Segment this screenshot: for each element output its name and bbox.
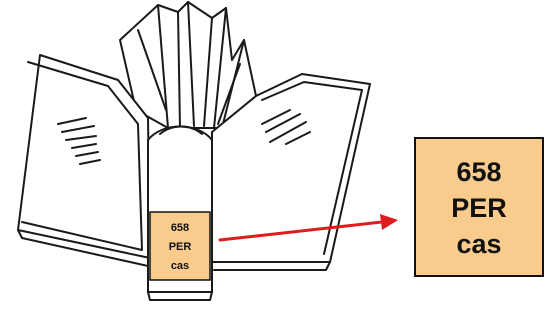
red-arrow [218,214,398,242]
enlarged-label-class-number: 658 [456,157,501,187]
left-cover-edge [17,229,149,267]
page-line [217,63,241,125]
arrow-head [380,214,398,230]
hatch-mark [265,113,301,133]
page-line [137,29,167,111]
hatch-mark [61,125,95,133]
hatch-mark [57,117,87,125]
hatch-mark [71,143,97,149]
right-cover-edge [213,261,331,271]
page-line [187,1,195,127]
right-cover-inner-page [261,81,363,255]
spine-top-curve [159,125,203,135]
left-cover-inner-page [21,61,143,251]
hatch-mark [79,159,101,165]
hatch-mark [261,109,291,125]
hatch-mark [285,131,311,145]
spine-label-class-number: 658 [171,222,189,234]
hatch-mark [65,135,97,141]
hatch-mark [75,151,99,157]
page-line [213,7,227,129]
enlarged-label-title-code: cas [456,229,501,259]
enlarged-call-number-label: 658 PER cas [414,137,544,277]
spine-label-box [149,211,211,281]
enlarged-label-author-code: PER [451,193,507,223]
spine-label-title-code: cas [171,260,189,272]
hatch-mark [269,121,307,143]
open-book-sketch [17,1,371,301]
arrow-shaft [218,220,384,242]
enlarged-label-box [414,137,544,277]
spine-call-number-label: 658 PER cas [149,211,211,281]
page-line [157,4,169,129]
spine-edge [147,291,213,301]
page-line [177,11,181,129]
spine-label-author-code: PER [169,241,192,253]
page-line [203,17,213,127]
